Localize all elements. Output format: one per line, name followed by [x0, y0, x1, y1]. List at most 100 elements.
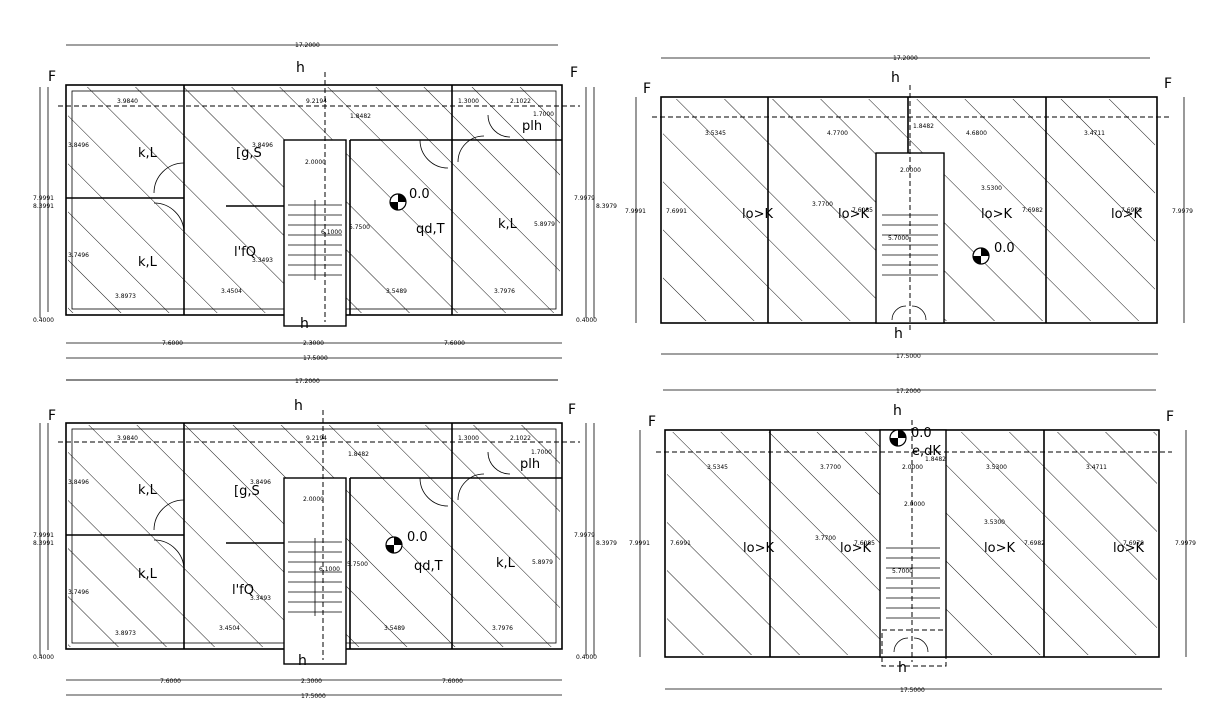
room-label: lo>K — [1111, 207, 1142, 222]
dim-label: 3.5489 — [384, 625, 405, 632]
door-swing — [419, 477, 449, 507]
dim-label: 3.5345 — [707, 464, 728, 471]
dim-label: 7.6085 — [854, 540, 875, 547]
room-label: lo>K — [742, 207, 773, 222]
dim-label: 3.8973 — [115, 630, 136, 637]
section-mark-bottom: h — [298, 653, 307, 669]
dim-label: 3.8496 — [252, 142, 273, 149]
dim-label: 3.8496 — [250, 479, 271, 486]
dim-label: 3.7496 — [68, 252, 89, 259]
door-swing — [487, 451, 511, 475]
section-mark-bottom: h — [894, 326, 903, 342]
dim-label: 3.7700 — [812, 201, 833, 208]
dim-label: 5.7000 — [888, 235, 909, 242]
dim-label: 2.0000 — [900, 167, 921, 174]
dim-label: 8.3979 — [596, 203, 617, 210]
room-label: k,L — [138, 483, 158, 498]
dim-label: 2.0000 — [904, 501, 925, 508]
dim-label: 0.4000 — [576, 317, 597, 324]
dim-label: 0.4000 — [33, 654, 54, 661]
door-swing — [419, 139, 449, 169]
section-mark-right: F — [568, 402, 576, 418]
dim-label: 7.9979 — [574, 532, 595, 539]
level-marker-fill — [386, 537, 402, 553]
plan-bottom-left: F F h h 0.0 k,L k,L [g,S l'fQ qd,T k,L p… — [33, 378, 617, 700]
dim-label: 7.6000 — [162, 340, 183, 347]
dim-label: 3.7700 — [815, 535, 836, 542]
section-mark-bottom: h — [898, 660, 907, 676]
dim-bottom-overall: 17.5000 — [900, 687, 925, 694]
room-label: k,L — [496, 556, 516, 571]
dim-label: 3.5300 — [986, 464, 1007, 471]
stair-treads — [288, 538, 342, 616]
level-label: 0.0 — [409, 187, 430, 202]
section-mark-right: F — [570, 65, 578, 81]
room-label: [g,S — [236, 146, 262, 161]
dim-label: 8.3991 — [33, 540, 54, 547]
dim-label: 2.1022 — [510, 98, 531, 105]
dim-label: 7.6000 — [442, 678, 463, 685]
dim-label: 3.4711 — [1086, 464, 1107, 471]
dim-label: 5.8979 — [534, 221, 555, 228]
section-mark-top: h — [891, 70, 900, 86]
room-label: k,L — [138, 567, 158, 582]
section-mark-left: F — [48, 408, 56, 424]
room-label: l'fQ — [232, 583, 254, 598]
dim-label: 0.4000 — [33, 317, 54, 324]
door-swing — [457, 135, 485, 163]
dim-label: 0.4000 — [576, 654, 597, 661]
dim-label: 3.7976 — [494, 288, 515, 295]
door-swing — [487, 114, 511, 138]
dim-top-overall: 17.2000 — [295, 378, 320, 385]
dim-label: 8.3979 — [596, 540, 617, 547]
dim-label: 1.7000 — [531, 449, 552, 456]
dim-label: 2.0000 — [305, 159, 326, 166]
room-label: qd,T — [414, 559, 443, 574]
dim-label: 8.3991 — [33, 203, 54, 210]
section-mark-left: F — [643, 81, 651, 97]
dim-label: 1.8482 — [913, 123, 934, 130]
room-label: plh — [520, 457, 540, 472]
plan-top-right: F F h h 0.0 lo>K lo>K lo>K lo>K 17.2000 … — [625, 55, 1193, 391]
room-label: k,L — [498, 217, 518, 232]
section-mark-right: F — [1166, 409, 1174, 425]
room-label: lo>K — [984, 541, 1015, 556]
dim-label: 7.6982 — [1022, 207, 1043, 214]
dim-label: 2.3000 — [303, 340, 324, 347]
dim-label: 3.5345 — [705, 130, 726, 137]
door-swing — [153, 202, 185, 234]
dim-label: 7.6982 — [1024, 540, 1045, 547]
section-mark-top: h — [294, 398, 303, 414]
dim-label: 5.8979 — [532, 559, 553, 566]
dim-label: 7.9991 — [33, 532, 54, 539]
dim-label: 2.3000 — [301, 678, 322, 685]
stair-treads — [288, 200, 342, 280]
dim-label: 7.9979 — [574, 195, 595, 202]
room-label: k,L — [138, 255, 158, 270]
stair-core — [879, 429, 947, 658]
dim-label: 3.7496 — [68, 589, 89, 596]
dim-label: 2.0000 — [303, 496, 324, 503]
stair-landing — [881, 629, 947, 667]
level-marker-fill — [390, 194, 406, 210]
dim-label: 9.2194 — [306, 435, 327, 442]
room-label: lo>K — [743, 541, 774, 556]
dim-label: 9.2194 — [306, 98, 327, 105]
dim-label: 7.6978 — [1123, 540, 1144, 547]
dim-bottom-overall: 17.5000 — [303, 355, 328, 362]
dim-label: 1.8482 — [348, 451, 369, 458]
room-label: qd,T — [416, 222, 445, 237]
dim-label: 3.9840 — [117, 435, 138, 442]
dim-label: 3.9840 — [117, 98, 138, 105]
dim-label: 5.7500 — [347, 561, 368, 568]
dim-label: 6.1000 — [319, 566, 340, 573]
dim-label: 3.5300 — [984, 519, 1005, 526]
level-label: 0.0 — [911, 426, 932, 441]
dim-label: 1.7000 — [533, 111, 554, 118]
dim-label: 4.6800 — [966, 130, 987, 137]
dim-label: 7.6991 — [666, 208, 687, 215]
dim-label: 7.9991 — [625, 208, 646, 215]
dim-label: 3.8973 — [115, 293, 136, 300]
level-marker-fill — [890, 430, 906, 446]
dim-label: 3.3493 — [252, 257, 273, 264]
